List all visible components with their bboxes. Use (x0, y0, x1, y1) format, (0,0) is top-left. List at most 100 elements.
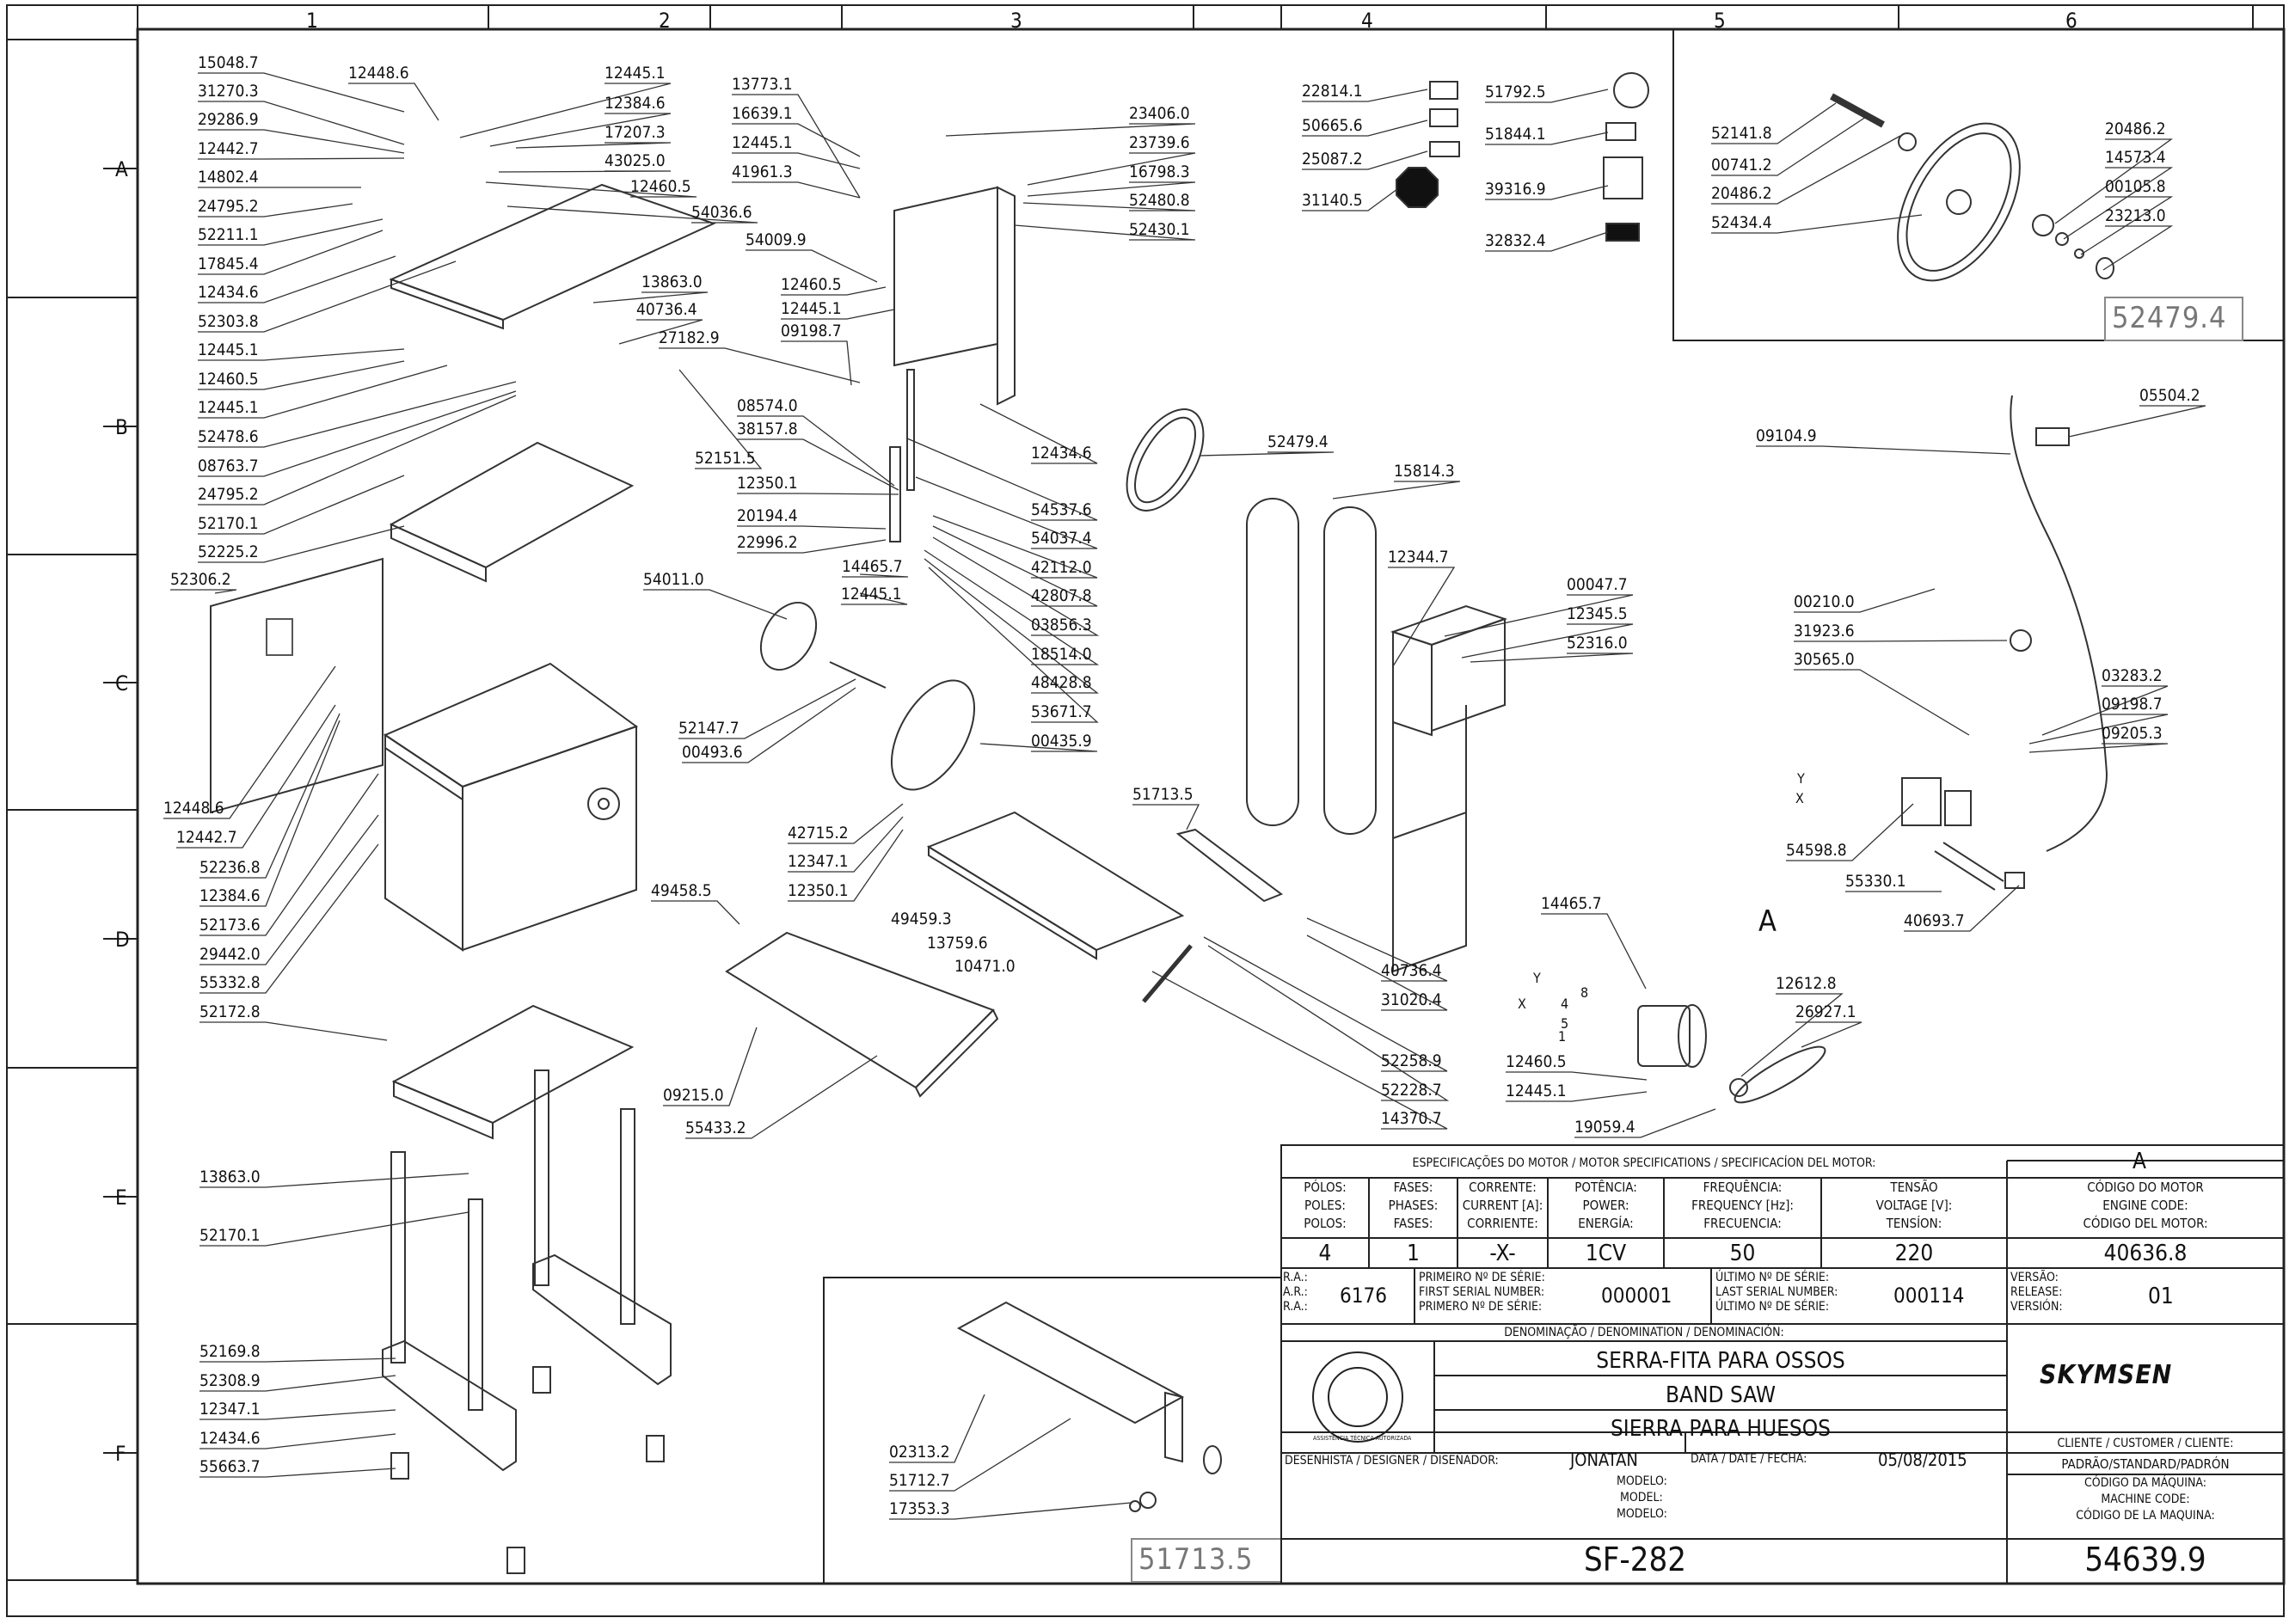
leader-line (1470, 653, 1634, 663)
leader-line (737, 539, 887, 554)
leader-line (1306, 935, 1448, 1011)
motor-spec-header: FASES: (1393, 1216, 1433, 1231)
part-number-label: 12345.5 (1567, 604, 1628, 623)
leader-line (199, 1211, 469, 1247)
col-label-4: 4 (1361, 9, 1373, 33)
part-number-label: 40693.7 (1904, 911, 1965, 930)
leader-line (515, 142, 672, 149)
part-number-label: 14573.4 (2105, 148, 2166, 167)
leader-line (1014, 224, 1196, 241)
part-number-label: 52225.2 (198, 542, 259, 561)
part-number-label: 20194.4 (737, 506, 798, 525)
leader-line (659, 347, 861, 383)
part-number-label: 23739.6 (1129, 133, 1190, 152)
first-serial-label-3: PRIMERO Nº DE SÉRIE: (1419, 1300, 1543, 1314)
part-number-label: 51792.5 (1485, 83, 1546, 101)
motor-detail-letter: A (1758, 904, 1777, 939)
part-number-label: 12445.1 (198, 340, 259, 359)
motor-spec-header: CÓDIGO DEL MOTOR: (2083, 1216, 2208, 1231)
part-number-label: 00435.9 (1031, 732, 1092, 751)
leader-line (643, 589, 788, 620)
leader-line (498, 170, 672, 173)
part-number-label: 24795.2 (198, 197, 259, 216)
part-number-label: 12384.6 (604, 94, 666, 113)
leader-line (737, 493, 899, 495)
part-number-label: 52303.8 (198, 312, 259, 331)
leader-line (198, 260, 457, 333)
col-label-1: 1 (306, 9, 318, 33)
part-number-label: 08574.0 (737, 396, 798, 415)
part-number-label: 54537.6 (1031, 500, 1092, 519)
part-number-label: 55330.1 (1845, 872, 1906, 891)
leader-line (788, 803, 904, 844)
leader-line (199, 814, 379, 965)
part-number-label: 52236.8 (199, 858, 261, 877)
part-number-label: 40736.4 (1381, 961, 1442, 980)
part-number-label: 03856.3 (1031, 616, 1092, 634)
part-number-label: 17845.4 (198, 254, 259, 273)
part-number-label: 52170.1 (199, 1226, 261, 1245)
brand-logo: SKYMSEN (2040, 1360, 2173, 1390)
part-number-label: 13759.6 (927, 934, 988, 953)
leader-line (199, 1357, 396, 1363)
ra-label-2: A.R.: (1283, 1285, 1308, 1299)
leader-line (1711, 214, 1923, 234)
leader-line (1388, 567, 1456, 667)
detail-part-number-label: 51712.7 (889, 1471, 950, 1490)
leader-line (199, 713, 341, 879)
leader-line (1794, 669, 1970, 736)
product-name-es: SIERRA PARA HUESOS (1610, 1416, 1832, 1442)
part-number-label: 00210.0 (1794, 592, 1855, 611)
leader-line (1485, 231, 1609, 252)
leader-line (2063, 167, 2174, 240)
row-label-f: F (115, 1442, 126, 1466)
leader-line (1461, 623, 1634, 659)
leader-line (1132, 804, 1200, 830)
part-number-label: 52434.4 (1711, 213, 1772, 232)
part-number-label: 52479.4 (1267, 432, 1329, 451)
part-number-label: 09198.7 (2102, 695, 2163, 714)
leader-line (737, 438, 899, 491)
leader-line (732, 181, 861, 199)
last-serial-value: 000114 (1893, 1284, 1965, 1308)
motor-spec-header: CURRENT [A]: (1462, 1198, 1543, 1213)
part-number-label: 12350.1 (737, 474, 798, 493)
motor-spec-value: 4 (1318, 1241, 1332, 1266)
part-number-label: 19059.4 (1574, 1118, 1635, 1137)
part-number-label: 12442.7 (198, 139, 259, 158)
client-label: CLIENTE / CUSTOMER / CLIENTE: (2057, 1437, 2234, 1450)
wire-label: 4 (1561, 996, 1569, 1012)
part-number-label: 12445.1 (1506, 1082, 1567, 1100)
part-number-label: 31020.4 (1381, 990, 1442, 1009)
motor-spec-letter: A (2133, 1149, 2146, 1174)
leader-line (841, 592, 908, 605)
part-number-label: 31923.6 (1794, 622, 1855, 640)
leader-line (198, 395, 517, 506)
motor-spec-header: TENSÃO (1890, 1180, 1938, 1195)
date-value: 05/08/2015 (1878, 1449, 1967, 1470)
leader-line (199, 1173, 469, 1188)
leader-line (732, 152, 861, 169)
leader-line (1485, 89, 1609, 103)
part-number-label: 29442.0 (199, 945, 261, 964)
leader-line (170, 589, 237, 594)
leader-line (1485, 132, 1609, 145)
part-number-label: 12460.5 (630, 177, 691, 196)
part-number-label: 31140.5 (1302, 191, 1363, 210)
leader-line (1302, 89, 1428, 102)
detail-part-number-label: 17353.3 (889, 1499, 950, 1518)
part-number-label: 14802.4 (198, 168, 259, 187)
leader-line (1794, 588, 1936, 613)
row-label-b: B (115, 415, 128, 439)
part-number-label: 49458.5 (651, 881, 712, 900)
part-number-label: 12434.6 (198, 283, 259, 302)
leader-line (592, 291, 709, 303)
part-number-label: 12434.6 (1031, 444, 1092, 463)
leader-line (979, 403, 1098, 464)
ra-label-3: R.A.: (1283, 1300, 1308, 1314)
motor-spec-header: POLOS: (1304, 1216, 1347, 1231)
part-number-label: 30565.0 (1794, 650, 1855, 669)
part-number-label: 12448.6 (348, 64, 409, 83)
leader-line (198, 348, 405, 361)
leader-line (1027, 152, 1196, 186)
